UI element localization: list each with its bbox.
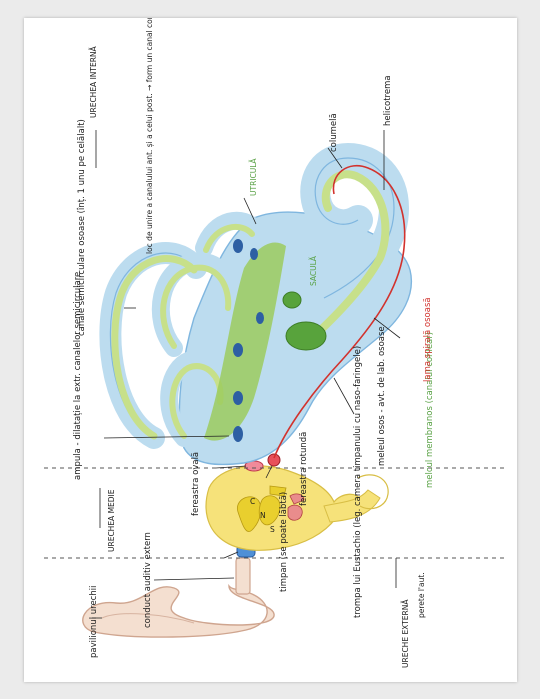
label-union: loc de unire a canalului ant. și a celui… (145, 18, 154, 254)
ear-anatomy-diagram: pavilionul urechii conduct auditiv exter… (44, 18, 504, 668)
label-round-window: fereastra rotundă (299, 432, 309, 506)
labels-layer: pavilionul urechii conduct auditiv exter… (73, 18, 435, 668)
label-helicotrema: helicotrema (383, 75, 393, 126)
label-semicircular: canale semicirculare osoase (înț. 1 unu … (77, 119, 87, 336)
label-bone: perete l'aut. (417, 572, 426, 618)
label-utricle: UTRICULĂ (249, 158, 258, 196)
ossicles-shape (236, 485, 305, 532)
label-oval-window: fereastra ovală (191, 452, 201, 516)
label-membranous: melcul membranos (canalul cohlear) (425, 332, 435, 488)
ampulla-spots (233, 239, 264, 442)
pavilion-shape (82, 583, 275, 638)
label-ampulla: ampula - dilatație la extr. canalelor se… (73, 272, 83, 480)
notebook-page: pavilionul urechii conduct auditiv exter… (24, 18, 517, 682)
label-saccule: SACULĂ (309, 255, 318, 286)
label-tube: trompa lui Eustachio (leg. camera timpan… (353, 346, 363, 618)
ear-canal-shape (235, 557, 251, 595)
eustachian-tube-shape (323, 489, 381, 523)
label-ossicle-s: S (270, 525, 275, 534)
label-columella: columelă (329, 113, 339, 152)
label-ear-canal: conduct auditiv extern (143, 532, 153, 628)
label-ossicle-c: C (250, 497, 255, 506)
label-tympanum: timpan (se poate lăbtă) (279, 492, 289, 592)
label-middle-ear: URECHEA MEDIE (107, 489, 116, 552)
label-external-ear: URECHE EXTERNĂ (401, 599, 410, 668)
label-lamina: lama spirală osoasă (423, 297, 433, 382)
label-ossicle-n: N (260, 511, 266, 520)
membranous-labyrinth-shape (111, 170, 390, 441)
round-window-shape (267, 453, 281, 467)
label-inner-ear: URECHEA INTERNĂ (89, 45, 98, 118)
spiral-lamina-line (273, 164, 406, 459)
label-bony-labyrinth: meleul osos - avt. de lab. osoase (377, 326, 387, 466)
label-pavilion: pavilionul urechii (89, 586, 99, 658)
leader-lines (92, 130, 401, 619)
